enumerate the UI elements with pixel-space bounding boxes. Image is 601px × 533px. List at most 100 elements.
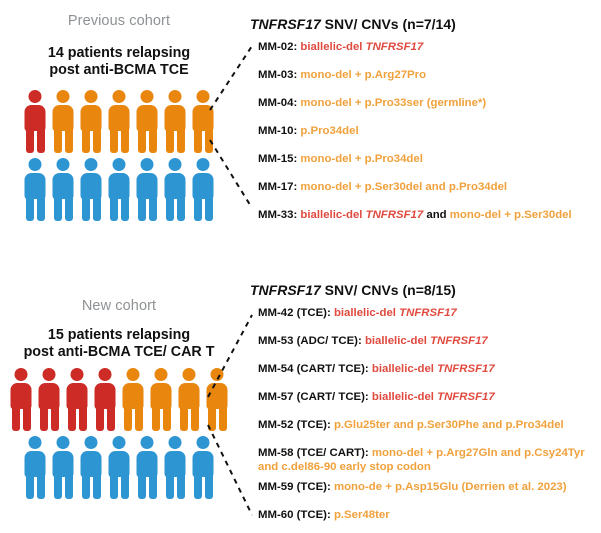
variant-entry: MM-60 (TCE): p.Ser48ter (258, 509, 390, 523)
variant-gene-name: TNFRSF17 (399, 307, 457, 319)
person-icon-blue (162, 158, 188, 221)
variant-list-title-new: TNFRSF17 SNV/ CNVs (n=8/15) (250, 282, 456, 298)
person-leg-l (53, 196, 62, 221)
variant-entry: MM-54 (CART/ TCE): biallelic-del TNFRSF1… (258, 363, 495, 377)
person-icon-orange (162, 90, 188, 153)
person-icon-blue (190, 158, 216, 221)
person-torso (164, 105, 186, 131)
person-head (196, 90, 210, 103)
person-head (196, 158, 210, 171)
person-icon-orange (148, 368, 174, 431)
person-leg-l (193, 196, 202, 221)
cohort-description-new: 15 patients relapsing post anti-BCMA TCE… (0, 327, 238, 361)
person-leg-l (193, 474, 202, 499)
person-leg-l (11, 406, 20, 431)
cohort-left-previous: Previous cohort 14 patients relapsing po… (0, 0, 238, 265)
person-leg-r (64, 474, 73, 499)
person-head (154, 368, 168, 381)
variant-description: biallelic-del (333, 307, 400, 319)
person-torso (150, 383, 172, 409)
cohort-description-line2: post anti-BCMA TCE (49, 62, 189, 78)
person-head (182, 368, 196, 381)
person-leg-l (165, 196, 174, 221)
cohort-panel-new: New cohort 15 patients relapsing post an… (0, 265, 601, 533)
variant-description: biallelic-del (364, 335, 431, 347)
person-leg-l (81, 128, 90, 153)
person-torso (52, 105, 74, 131)
person-torso (108, 105, 130, 131)
cohort-tag-new: New cohort (81, 298, 157, 314)
person-leg-l (137, 196, 146, 221)
person-torso (24, 451, 46, 477)
person-leg-r (120, 196, 129, 221)
person-torso (66, 383, 88, 409)
person-leg-l (39, 406, 48, 431)
variant-patient-id: MM-54 (CART/ TCE): (258, 363, 372, 375)
person-torso (94, 383, 116, 409)
person-torso (24, 173, 46, 199)
person-torso (192, 105, 214, 131)
person-torso (164, 451, 186, 477)
variant-patient-id: MM-60 (TCE): (258, 509, 334, 521)
person-head (84, 158, 98, 171)
variant-list-title-rest: SNV/ CNVs (n=8/15) (320, 282, 456, 298)
person-leg-r (92, 196, 101, 221)
person-leg-r (204, 128, 213, 153)
variant-description: mono-del + p.Ser30del (449, 209, 572, 221)
person-head (84, 436, 98, 449)
person-head (112, 436, 126, 449)
variant-patient-id: MM-04: (258, 97, 301, 109)
variant-entry: MM-57 (CART/ TCE): biallelic-del TNFRSF1… (258, 391, 495, 405)
person-icon-blue (106, 158, 132, 221)
person-leg-l (193, 128, 202, 153)
variant-description: mono-del + p.Ser30del and p.Pro34del (300, 181, 508, 193)
person-torso (24, 105, 46, 131)
person-head (56, 158, 70, 171)
person-leg-r (64, 128, 73, 153)
person-head (168, 90, 182, 103)
variant-patient-id: MM-57 (CART/ TCE): (258, 391, 372, 403)
person-leg-r (36, 474, 45, 499)
variant-entry: MM-58 (TCE/ CART): mono-del + p.Arg27Gln… (258, 447, 598, 474)
person-leg-l (109, 196, 118, 221)
person-torso (122, 383, 144, 409)
person-leg-l (137, 128, 146, 153)
person-leg-r (92, 128, 101, 153)
variant-patient-id: MM-53 (ADC/ TCE): (258, 335, 365, 347)
person-head (140, 436, 154, 449)
person-leg-l (25, 196, 34, 221)
person-leg-r (120, 128, 129, 153)
person-leg-l (109, 128, 118, 153)
person-leg-r (218, 406, 227, 431)
person-leg-l (81, 474, 90, 499)
person-head (140, 90, 154, 103)
person-leg-r (120, 474, 129, 499)
person-icon-red (36, 368, 62, 431)
person-torso (80, 105, 102, 131)
variant-patient-id: MM-10: (258, 125, 301, 137)
variant-gene-name: TNFRSF17 (365, 209, 424, 221)
person-leg-r (36, 128, 45, 153)
variant-gene-name: TNFRSF17 (365, 41, 424, 53)
person-icon-blue (162, 436, 188, 499)
variant-patient-id: MM-58 (TCE/ CART): (258, 447, 372, 459)
variant-list-title-previous: TNFRSF17 SNV/ CNVs (n=7/14) (250, 16, 456, 32)
person-leg-l (151, 406, 160, 431)
variant-gene-name: TNFRSF17 (437, 391, 495, 403)
person-icon-orange (176, 368, 202, 431)
person-icon-red (8, 368, 34, 431)
person-torso (178, 383, 200, 409)
variant-entry: MM-10: p.Pro34del (258, 125, 359, 139)
variant-entry: MM-42 (TCE): biallelic-del TNFRSF17 (258, 307, 457, 321)
person-icon-blue (78, 158, 104, 221)
person-head (56, 90, 70, 103)
variant-patient-id: MM-42 (TCE): (258, 307, 334, 319)
variant-patient-id: MM-17: (258, 181, 301, 193)
person-icon-red (92, 368, 118, 431)
person-torso (80, 173, 102, 199)
cohort-description-line2: post anti-BCMA TCE/ CAR T (23, 344, 215, 360)
person-torso (192, 173, 214, 199)
person-icon-blue (22, 436, 48, 499)
person-leg-l (67, 406, 76, 431)
person-leg-r (148, 128, 157, 153)
